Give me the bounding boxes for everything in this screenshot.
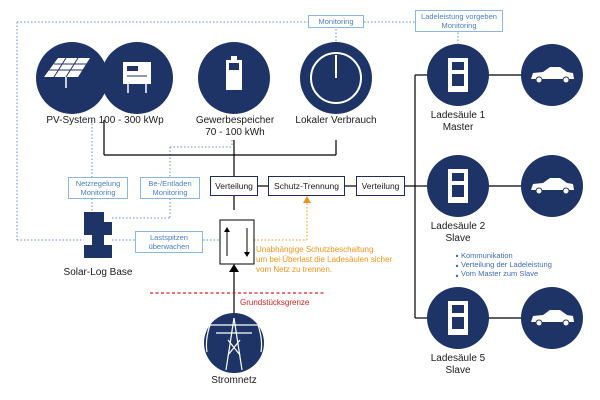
charger-2-role: Slave bbox=[445, 233, 471, 244]
communication-line2: Verteilung der Ladeleistung bbox=[461, 260, 552, 269]
grundstueck-label: Grundstücksgrenze bbox=[240, 298, 310, 307]
inverter-icon bbox=[101, 42, 173, 114]
ladeleistung-line1: Ladeleistung vorgeben bbox=[421, 12, 497, 21]
netzregelung-line2: Monitoring bbox=[80, 188, 116, 197]
ladeleistung-tag: Ladeleistung vorgeben Monitoring bbox=[415, 10, 503, 32]
lastspitzen-line2: überwachen bbox=[148, 242, 190, 251]
verteilung-left-box: Verteilung bbox=[210, 176, 258, 196]
communication-line1: Kommunikation bbox=[461, 251, 513, 260]
charger-5-label: Ladesäule 5 Slave bbox=[423, 353, 493, 377]
charger-5-role: Slave bbox=[445, 365, 471, 376]
verteilung-right-box: Verteilung bbox=[356, 176, 405, 196]
protection-note: Unabhängige Schutzbeschaltung um bei Übe… bbox=[256, 245, 392, 275]
beentladen-tag: Be-/Entladen Monitoring bbox=[140, 177, 200, 199]
protection-arrow bbox=[254, 201, 308, 241]
solar-log-device-icon bbox=[84, 212, 112, 258]
solarlog-label: Solar-Log Base bbox=[63, 267, 133, 278]
monitoring-tag-text: Monitoring bbox=[318, 17, 354, 26]
beentladen-line1: Be-/Entladen bbox=[148, 179, 192, 188]
charger-5-name: Ladesäule 5 bbox=[430, 353, 486, 364]
communication-line3: Vom Master zum Slave bbox=[461, 269, 539, 278]
power-meter-icon bbox=[300, 42, 372, 114]
protection-note-line3: vom Netz zu trennen. bbox=[256, 265, 333, 274]
speicher-label: Gewerbespeicher 70 - 100 kWh bbox=[190, 115, 280, 139]
schutz-trennung-box: Schutz-Trennung bbox=[268, 176, 345, 196]
protection-note-line1: Unabhängige Schutzbeschaltung bbox=[256, 245, 374, 254]
monitoring-tag-top: Monitoring bbox=[308, 15, 364, 28]
communication-note: Kommunikation Verteilung der Ladeleistun… bbox=[461, 251, 552, 278]
monitoring-lines bbox=[16, 21, 459, 241]
charger-1-label: Ladesäule 1 Master bbox=[423, 110, 493, 134]
stromnetz-label: Stromnetz bbox=[211, 375, 257, 386]
verbrauch-label: Lokaler Verbrauch bbox=[295, 115, 377, 126]
car-icons bbox=[521, 44, 583, 349]
lastspitzen-line1: Lastspitzen bbox=[150, 233, 188, 242]
pv-label: PV-System 100 - 300 kWp bbox=[46, 115, 164, 126]
power-pylon-icon bbox=[204, 313, 264, 373]
netzregelung-line1: Netzregelung bbox=[75, 179, 121, 188]
charger-2-label: Ladesäule 2 Slave bbox=[423, 221, 493, 245]
charger-2-name: Ladesäule 2 bbox=[430, 221, 486, 232]
charger-1-name: Ladesäule 1 bbox=[430, 110, 486, 121]
meter-switch-box bbox=[219, 219, 255, 265]
beentladen-line2: Monitoring bbox=[152, 188, 188, 197]
solar-panel-inverter-icon bbox=[36, 42, 108, 114]
charging-station-icons bbox=[427, 44, 489, 349]
ladeleistung-line2: Monitoring bbox=[441, 21, 477, 30]
speicher-label-line2: 70 - 100 kWh bbox=[205, 127, 265, 138]
battery-icon bbox=[198, 42, 270, 114]
charger-1-role: Master bbox=[442, 122, 474, 133]
netzregelung-tag: Netzregelung Monitoring bbox=[68, 177, 128, 199]
power-lines bbox=[103, 74, 522, 319]
protection-note-line2: um bei Überlast die Ladesäulen sicher bbox=[256, 255, 393, 264]
speicher-label-line1: Gewerbespeicher bbox=[195, 115, 275, 126]
lastspitzen-tag: Lastspitzen überwachen bbox=[135, 231, 203, 253]
